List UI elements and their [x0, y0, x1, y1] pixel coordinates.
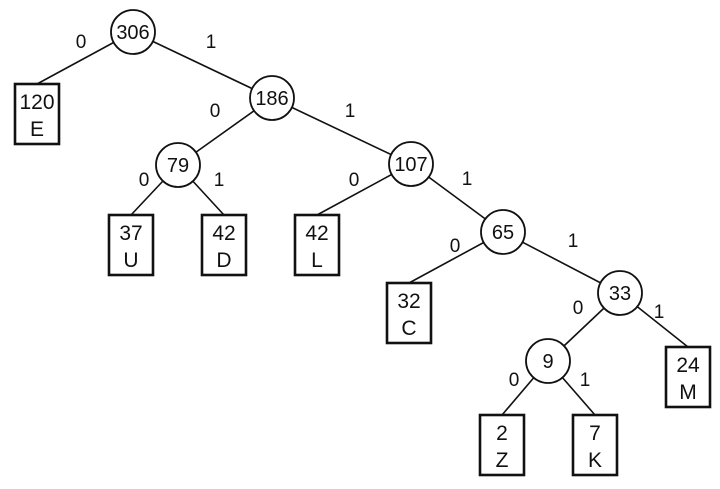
leaf-weight: 120 — [19, 91, 54, 114]
edge-bit-label: 0 — [210, 101, 221, 122]
edge-bit-label: 1 — [580, 370, 591, 391]
leaf-weight: 42 — [212, 222, 235, 245]
leaf-node-C: 32C — [385, 281, 433, 345]
node-circle — [249, 75, 295, 121]
internal-node-n33: 33 — [597, 270, 643, 316]
leaf-weight: 24 — [676, 354, 700, 377]
internal-node-n186: 186 — [249, 75, 295, 121]
node-weight: 107 — [394, 154, 427, 176]
leaf-symbol: E — [30, 118, 44, 141]
internal-node-n107: 107 — [388, 141, 434, 187]
leaf-node-L: 42L — [293, 213, 341, 277]
leaf-symbol: M — [679, 381, 697, 404]
edge-bit-label: 0 — [76, 32, 87, 53]
leaf-box — [107, 213, 155, 277]
edge-n306-to-n186 — [132, 31, 273, 99]
leaf-node-Z: 2Z — [478, 413, 526, 477]
edge-bit-label: 1 — [654, 302, 665, 323]
leaf-node-U: 37U — [107, 213, 155, 277]
leaf-weight: 37 — [119, 222, 142, 245]
internal-node-n306: 306 — [110, 9, 156, 55]
internal-node-n65: 65 — [480, 209, 526, 255]
node-weight: 65 — [492, 222, 514, 244]
node-weight: 306 — [116, 22, 149, 44]
internal-node-n79: 79 — [155, 142, 201, 188]
leaf-symbol: Z — [496, 449, 509, 472]
leaf-node-D: 42D — [200, 213, 248, 277]
edge-n186-to-n107 — [271, 97, 412, 165]
leaf-symbol: L — [311, 249, 323, 272]
edge-bit-label: 0 — [349, 170, 360, 191]
leaf-symbol: C — [401, 317, 416, 340]
leaf-symbol: D — [216, 249, 231, 272]
leaf-symbol: K — [588, 449, 602, 472]
leaf-symbol: U — [123, 249, 138, 272]
edge-bit-label: 1 — [462, 169, 473, 190]
leaf-box — [664, 345, 712, 409]
edge-bit-label: 1 — [214, 170, 225, 191]
node-circle — [525, 338, 571, 384]
node-circle — [597, 270, 643, 316]
node-circle — [388, 141, 434, 187]
leaf-node-K: 7K — [571, 413, 619, 477]
edge-bit-label: 1 — [568, 231, 579, 252]
leaf-box — [571, 413, 619, 477]
leaf-box — [293, 213, 341, 277]
node-weight: 33 — [609, 283, 631, 305]
leaf-weight: 2 — [496, 422, 508, 445]
edge-bit-label: 0 — [139, 170, 150, 191]
node-weight: 9 — [542, 351, 553, 373]
node-weight: 79 — [167, 155, 189, 177]
edge-bit-label: 1 — [206, 32, 217, 53]
leaf-node-M: 24M — [664, 345, 712, 409]
edge-bit-label: 0 — [573, 298, 584, 319]
leaf-box — [200, 213, 248, 277]
edge-bit-label: 0 — [509, 370, 520, 391]
leaf-box — [13, 82, 61, 146]
leaf-weight: 32 — [397, 290, 420, 313]
leaf-box — [385, 281, 433, 345]
edge-bit-label: 0 — [450, 236, 461, 257]
internal-node-n9: 9 — [525, 338, 571, 384]
node-weight: 186 — [255, 88, 288, 110]
leaf-box — [478, 413, 526, 477]
leaf-weight: 42 — [305, 222, 328, 245]
leaf-weight: 7 — [589, 422, 601, 445]
edge-bit-label: 1 — [345, 101, 356, 122]
node-circle — [480, 209, 526, 255]
node-circle — [110, 9, 156, 55]
node-circle — [155, 142, 201, 188]
